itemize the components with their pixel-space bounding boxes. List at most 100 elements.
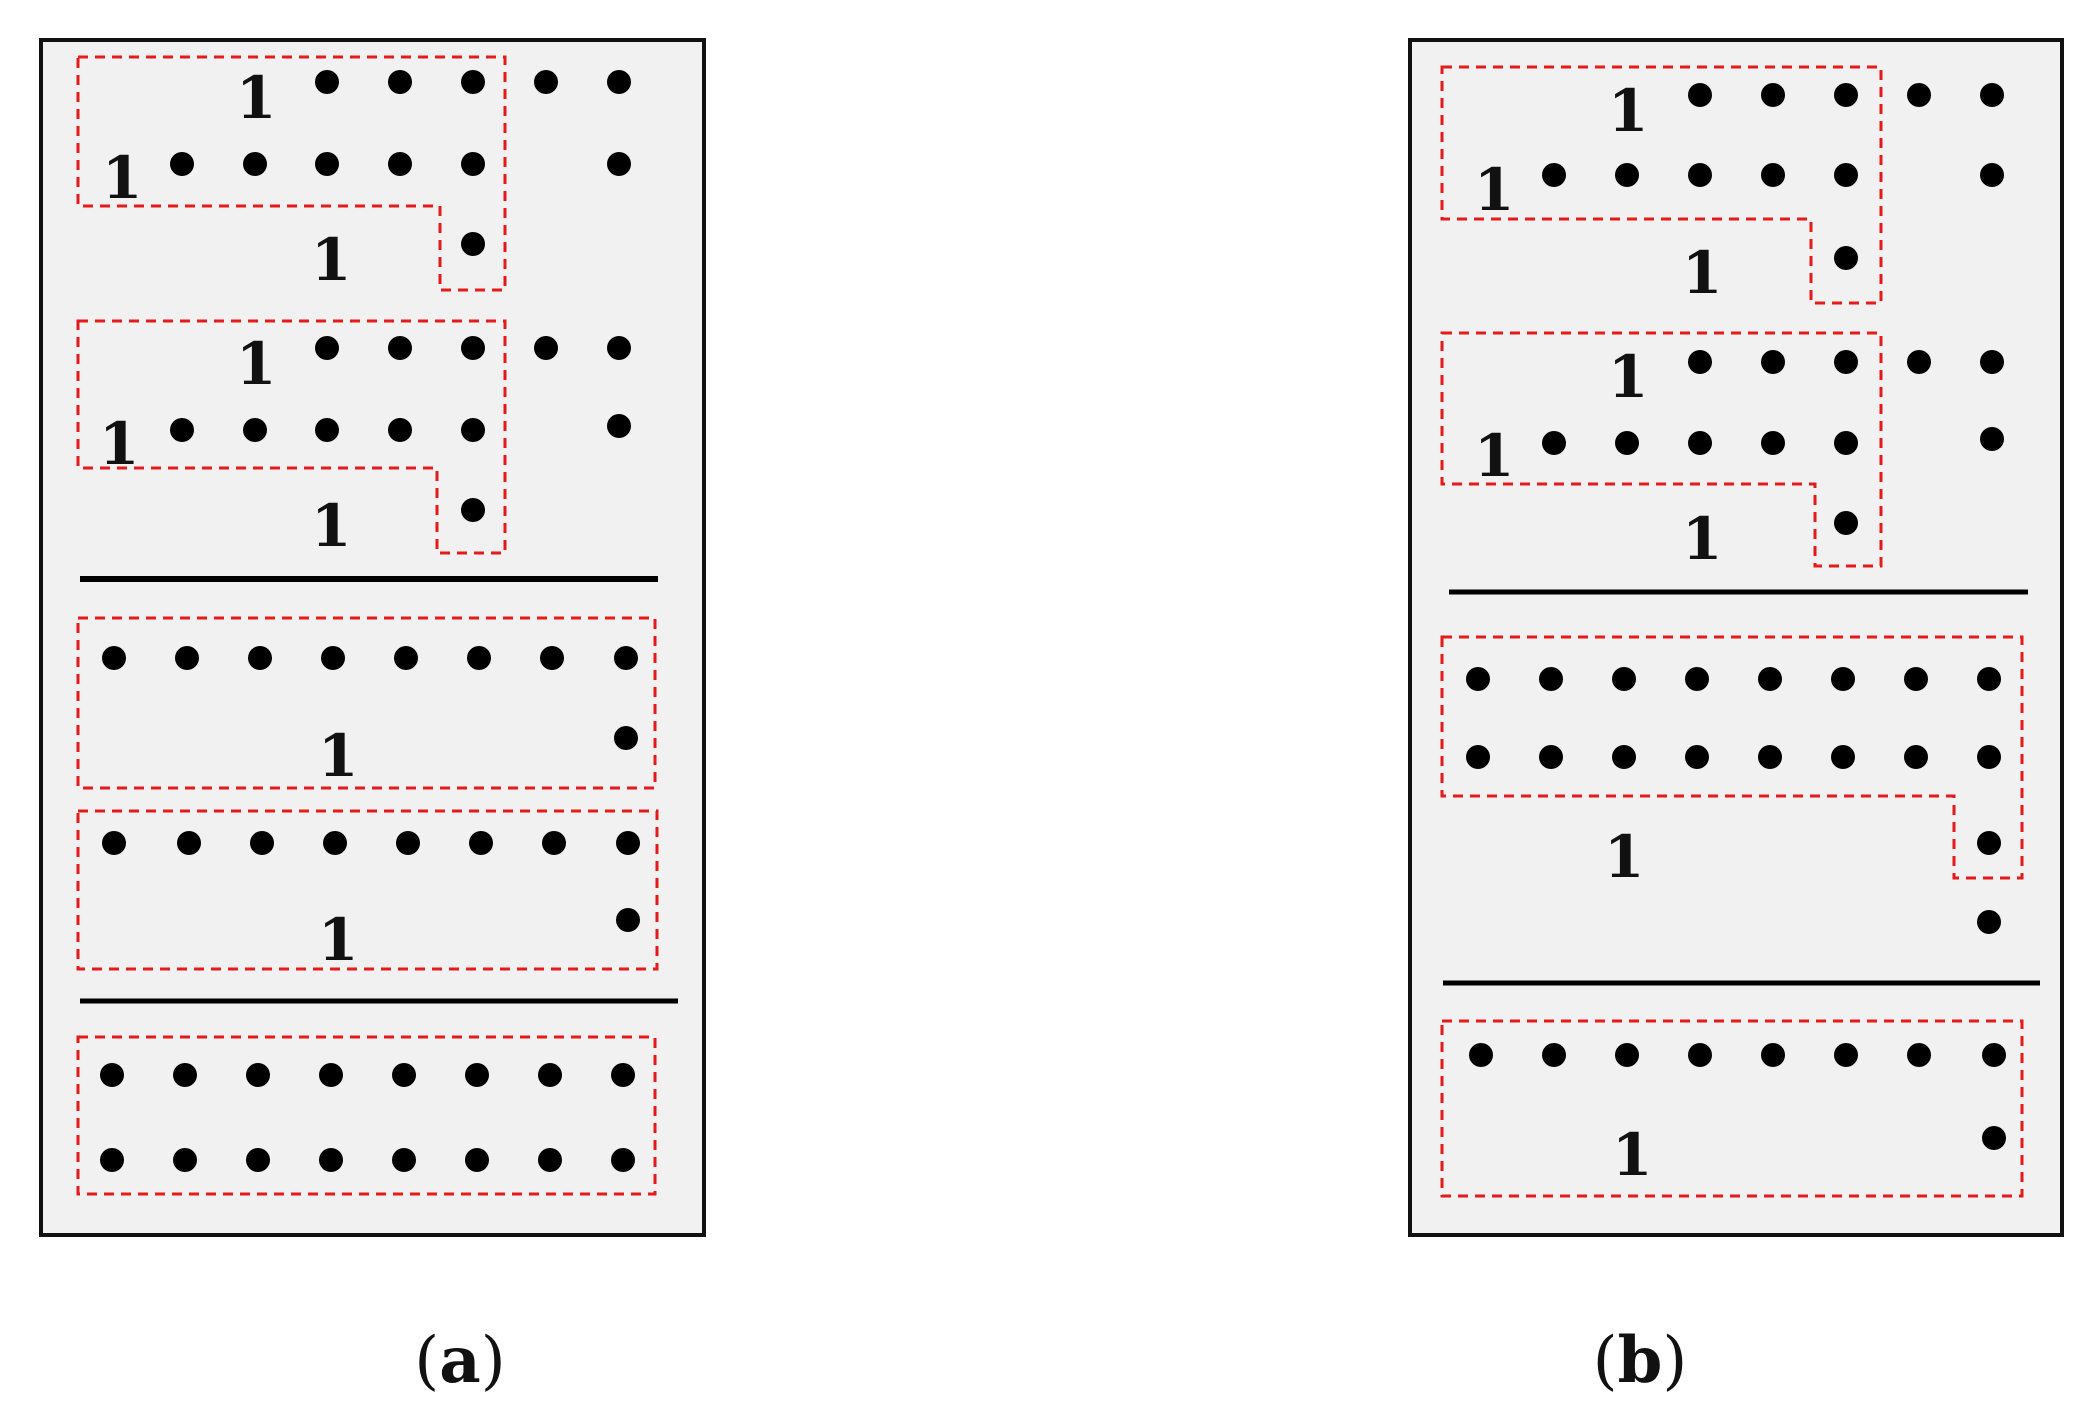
dot bbox=[1831, 745, 1855, 769]
dot bbox=[1615, 163, 1639, 187]
dot bbox=[542, 831, 566, 855]
panel-a: 1 1 1 1 1 1 1 1 (a) bbox=[39, 38, 706, 1398]
dot bbox=[1688, 163, 1712, 187]
panel-b-label-2: 1 bbox=[1474, 156, 1514, 224]
dot bbox=[170, 152, 194, 176]
panel-a-label-8: 1 bbox=[318, 906, 358, 974]
dot bbox=[1980, 427, 2004, 451]
panel-b-group-2 bbox=[1440, 331, 1883, 568]
dot bbox=[1834, 350, 1858, 374]
dot bbox=[1688, 431, 1712, 455]
panel-a-caption: (a) bbox=[414, 1323, 505, 1398]
panel-b-group-3 bbox=[1440, 635, 2024, 880]
dot bbox=[1466, 745, 1490, 769]
dot bbox=[1904, 667, 1928, 691]
panel-b-label-5: 1 bbox=[1474, 422, 1514, 490]
panel-b-caption: (b) bbox=[1593, 1323, 1688, 1398]
dot bbox=[323, 831, 347, 855]
dot bbox=[102, 831, 126, 855]
dot bbox=[461, 232, 485, 256]
panel-a-group-1 bbox=[76, 55, 507, 292]
dot bbox=[1834, 511, 1858, 535]
dot bbox=[465, 1063, 489, 1087]
dot bbox=[534, 336, 558, 360]
panel-a-frame bbox=[39, 38, 706, 1237]
dot bbox=[614, 726, 638, 750]
dot bbox=[248, 646, 272, 670]
dot bbox=[1980, 350, 2004, 374]
panel-b-group-1 bbox=[1440, 65, 1883, 305]
dot bbox=[616, 908, 640, 932]
panel-a-group-2 bbox=[76, 319, 507, 555]
dot bbox=[1834, 163, 1858, 187]
dot bbox=[319, 1063, 343, 1087]
dot bbox=[614, 646, 638, 670]
dot bbox=[175, 646, 199, 670]
dot bbox=[173, 1148, 197, 1172]
dot bbox=[1907, 1043, 1931, 1067]
dot bbox=[1907, 350, 1931, 374]
dot bbox=[321, 646, 345, 670]
panel-b-group-4 bbox=[1440, 1019, 2024, 1198]
dot bbox=[1615, 431, 1639, 455]
panel-a-label-4: 1 bbox=[236, 330, 276, 398]
dot bbox=[465, 1148, 489, 1172]
dot bbox=[1834, 431, 1858, 455]
panel-b: 1 1 1 1 1 1 1 1 (b) bbox=[1408, 38, 2064, 1398]
dot bbox=[1542, 1043, 1566, 1067]
dot bbox=[616, 831, 640, 855]
panel-a-dots-block-2 bbox=[170, 336, 631, 522]
dot bbox=[1615, 1043, 1639, 1067]
dot bbox=[1758, 667, 1782, 691]
dot bbox=[396, 831, 420, 855]
dot bbox=[100, 1148, 124, 1172]
panel-a-label-2: 1 bbox=[102, 144, 142, 212]
dot bbox=[246, 1148, 270, 1172]
panel-a-dots-block-4 bbox=[102, 831, 640, 932]
dot bbox=[1977, 831, 2001, 855]
dot bbox=[1612, 745, 1636, 769]
dot bbox=[1685, 745, 1709, 769]
panel-b-label-1: 1 bbox=[1608, 77, 1648, 145]
dot bbox=[607, 414, 631, 438]
dot bbox=[607, 336, 631, 360]
panel-a-group-5 bbox=[76, 1035, 657, 1196]
dot bbox=[315, 70, 339, 94]
dot bbox=[534, 70, 558, 94]
dot bbox=[1980, 83, 2004, 107]
dot bbox=[1977, 745, 2001, 769]
dot bbox=[1977, 667, 2001, 691]
dot bbox=[315, 418, 339, 442]
dot bbox=[170, 418, 194, 442]
dot bbox=[469, 831, 493, 855]
panel-b-label-6: 1 bbox=[1682, 505, 1722, 573]
dot bbox=[1831, 667, 1855, 691]
dot bbox=[611, 1148, 635, 1172]
dot bbox=[319, 1148, 343, 1172]
dot bbox=[538, 1063, 562, 1087]
panel-b-label-8: 1 bbox=[1612, 1121, 1652, 1189]
panel-a-label-7: 1 bbox=[318, 722, 358, 790]
dot bbox=[1688, 350, 1712, 374]
dot bbox=[1834, 83, 1858, 107]
dot bbox=[100, 1063, 124, 1087]
dot bbox=[607, 70, 631, 94]
panel-a-label-6: 1 bbox=[311, 492, 351, 560]
dot bbox=[1977, 910, 2001, 934]
dot bbox=[611, 1063, 635, 1087]
panel-a-dots-block-1 bbox=[170, 70, 631, 256]
dot bbox=[1685, 667, 1709, 691]
panel-a-label-3: 1 bbox=[311, 226, 351, 294]
dot bbox=[1542, 163, 1566, 187]
panel-a-group-4 bbox=[76, 809, 659, 971]
panel-b-dots-block-4 bbox=[1469, 1043, 2006, 1150]
dot bbox=[315, 336, 339, 360]
dot bbox=[173, 1063, 197, 1087]
dot bbox=[1904, 745, 1928, 769]
dot bbox=[538, 1148, 562, 1172]
dot bbox=[1761, 163, 1785, 187]
dot bbox=[243, 418, 267, 442]
dot bbox=[1761, 83, 1785, 107]
dot bbox=[1466, 667, 1490, 691]
